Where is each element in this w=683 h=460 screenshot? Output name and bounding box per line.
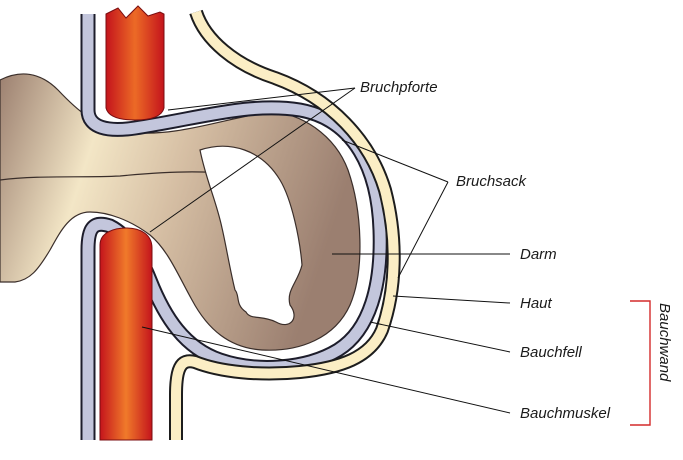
leader-bruchsack-b: [398, 182, 448, 278]
leader-bauchfell: [370, 322, 510, 352]
label-darm: Darm: [520, 246, 557, 263]
label-bruchsack: Bruchsack: [456, 173, 528, 190]
leader-haut: [393, 296, 510, 303]
label-haut: Haut: [520, 295, 553, 312]
label-bauchwand: Bauchwand: [656, 303, 673, 382]
muscle-lower: [100, 228, 152, 440]
bauchwand-bracket: [630, 301, 650, 425]
label-bruchpforte: Bruchpforte: [360, 79, 438, 96]
label-bauchmuskel: Bauchmuskel: [520, 405, 611, 422]
label-bauchfell: Bauchfell: [520, 344, 582, 361]
muscle-upper: [106, 6, 164, 120]
